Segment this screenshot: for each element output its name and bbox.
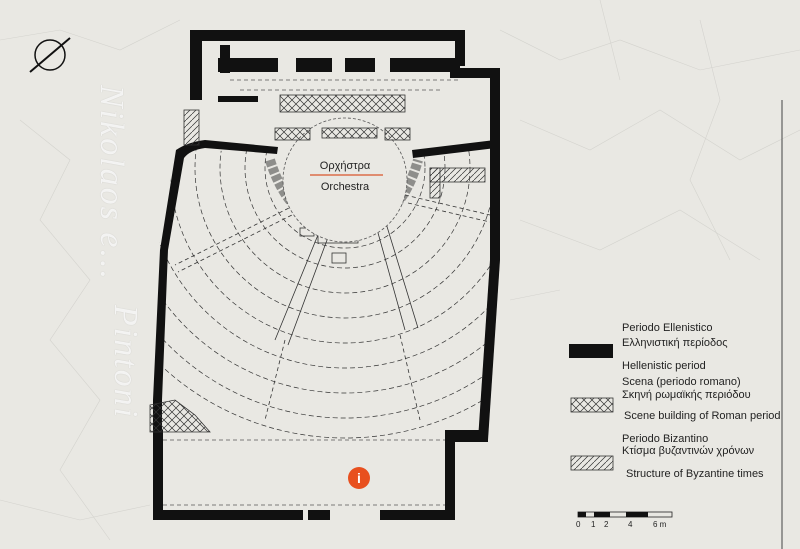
- lower-building-outline: [163, 79, 460, 506]
- watermark-line-2: Pintoni: [107, 305, 144, 420]
- legend-swatch-hellenistic: [569, 344, 613, 358]
- legend-roman-title: Scena (periodo romano): [622, 376, 741, 388]
- legend-hellenistic-title: Periodo Ellenistico: [622, 322, 713, 334]
- legend-byzantine-english: Structure of Byzantine times: [626, 468, 764, 480]
- north-arrow-icon: [29, 37, 71, 73]
- roman-scene-building: [149, 94, 411, 433]
- legend-swatch-byzantine: [570, 455, 614, 471]
- scale-tick-0: 0: [576, 520, 581, 529]
- info-icon[interactable]: i: [348, 467, 370, 489]
- legend-hellenistic-english: Hellenistic period: [622, 360, 706, 372]
- watermark-line-1: Nikolaos e...: [93, 85, 130, 281]
- hellenistic-walls: [153, 30, 500, 520]
- scale-tick-6: 6 m: [653, 520, 667, 529]
- scale-tick-2: 2: [604, 520, 609, 529]
- scale-tick-1: 1: [591, 520, 596, 529]
- orchestra-label-english: Orchestra: [320, 181, 370, 193]
- orchestra-label-greek: Ορχήστρα: [319, 160, 371, 172]
- scale-bar: [577, 511, 673, 518]
- cavea-stairways: [174, 194, 491, 421]
- legend-roman-english: Scene building of Roman period: [624, 410, 781, 422]
- legend-swatch-roman: [570, 397, 614, 413]
- orchestra-circle: [282, 117, 408, 243]
- legend-byzantine-greek: Κτίσμα βυζαντινών χρόνων: [622, 445, 755, 457]
- info-icon-glyph: i: [357, 470, 361, 486]
- legend-hellenistic-greek: Ελληνιστική περίοδος: [622, 337, 728, 349]
- byzantine-structures: [183, 109, 486, 199]
- legend-byzantine-title: Periodo Bizantino: [622, 433, 709, 445]
- legend-roman-greek: Σκηνή ρωμαϊκής περιόδου: [622, 389, 751, 401]
- scale-tick-4: 4: [628, 520, 633, 529]
